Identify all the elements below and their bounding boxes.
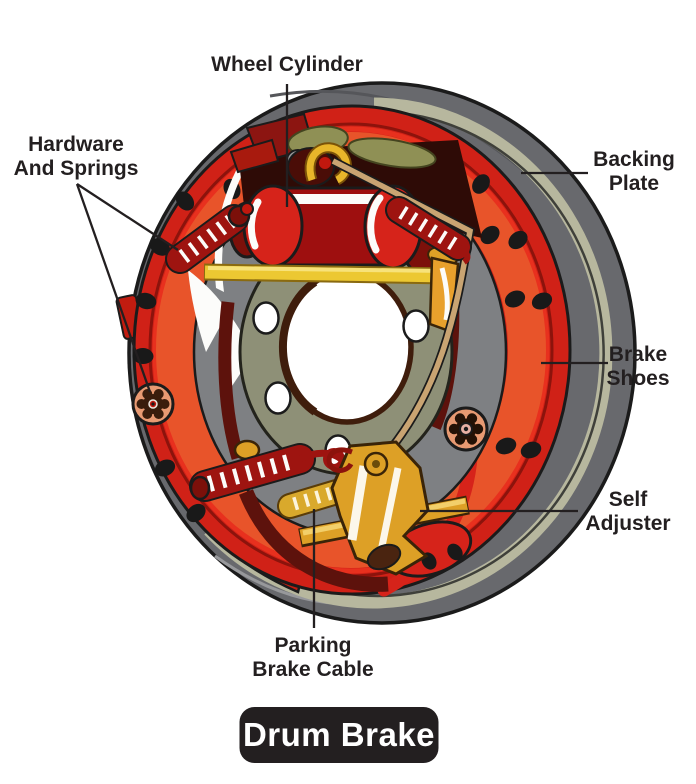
label-brake-shoes: Brake Shoes: [606, 343, 669, 391]
leader-lines: [75, 84, 608, 628]
label-backing-plate-line-2: Plate: [608, 172, 660, 195]
diagram-title-text: Drum Brake: [242, 716, 436, 753]
label-wheel-cylinder-line: Wheel Cylinder: [211, 53, 363, 76]
label-hardware-line-2: And Springs: [13, 157, 139, 180]
label-wheel-cylinder: Wheel Cylinder: [211, 53, 363, 77]
label-brake-shoes-line-1: Brake: [608, 343, 668, 366]
label-hardware-and-springs: Hardware And Springs: [14, 133, 139, 181]
self-adjuster-part: [326, 440, 430, 576]
label-self-adjuster-line-2: Adjuster: [585, 512, 671, 535]
label-parking-line-1: Parking: [274, 634, 352, 657]
label-backing-plate-line-1: Backing: [593, 148, 675, 171]
label-brake-shoes-line-2: Shoes: [606, 367, 670, 390]
label-hardware-line-1: Hardware: [28, 133, 124, 156]
strut-bar: [203, 263, 451, 285]
hub: [238, 228, 454, 476]
label-parking-line-2: Brake Cable: [252, 658, 374, 681]
diagram-title-badge: Drum Brake: [239, 707, 439, 763]
label-self-adjuster: Self Adjuster: [585, 488, 670, 536]
label-backing-plate: Backing Plate: [593, 148, 675, 196]
label-self-adjuster-line-1: Self: [608, 488, 648, 511]
hold-down-pins: [131, 382, 489, 452]
label-parking-brake-cable: Parking Brake Cable: [252, 634, 373, 682]
